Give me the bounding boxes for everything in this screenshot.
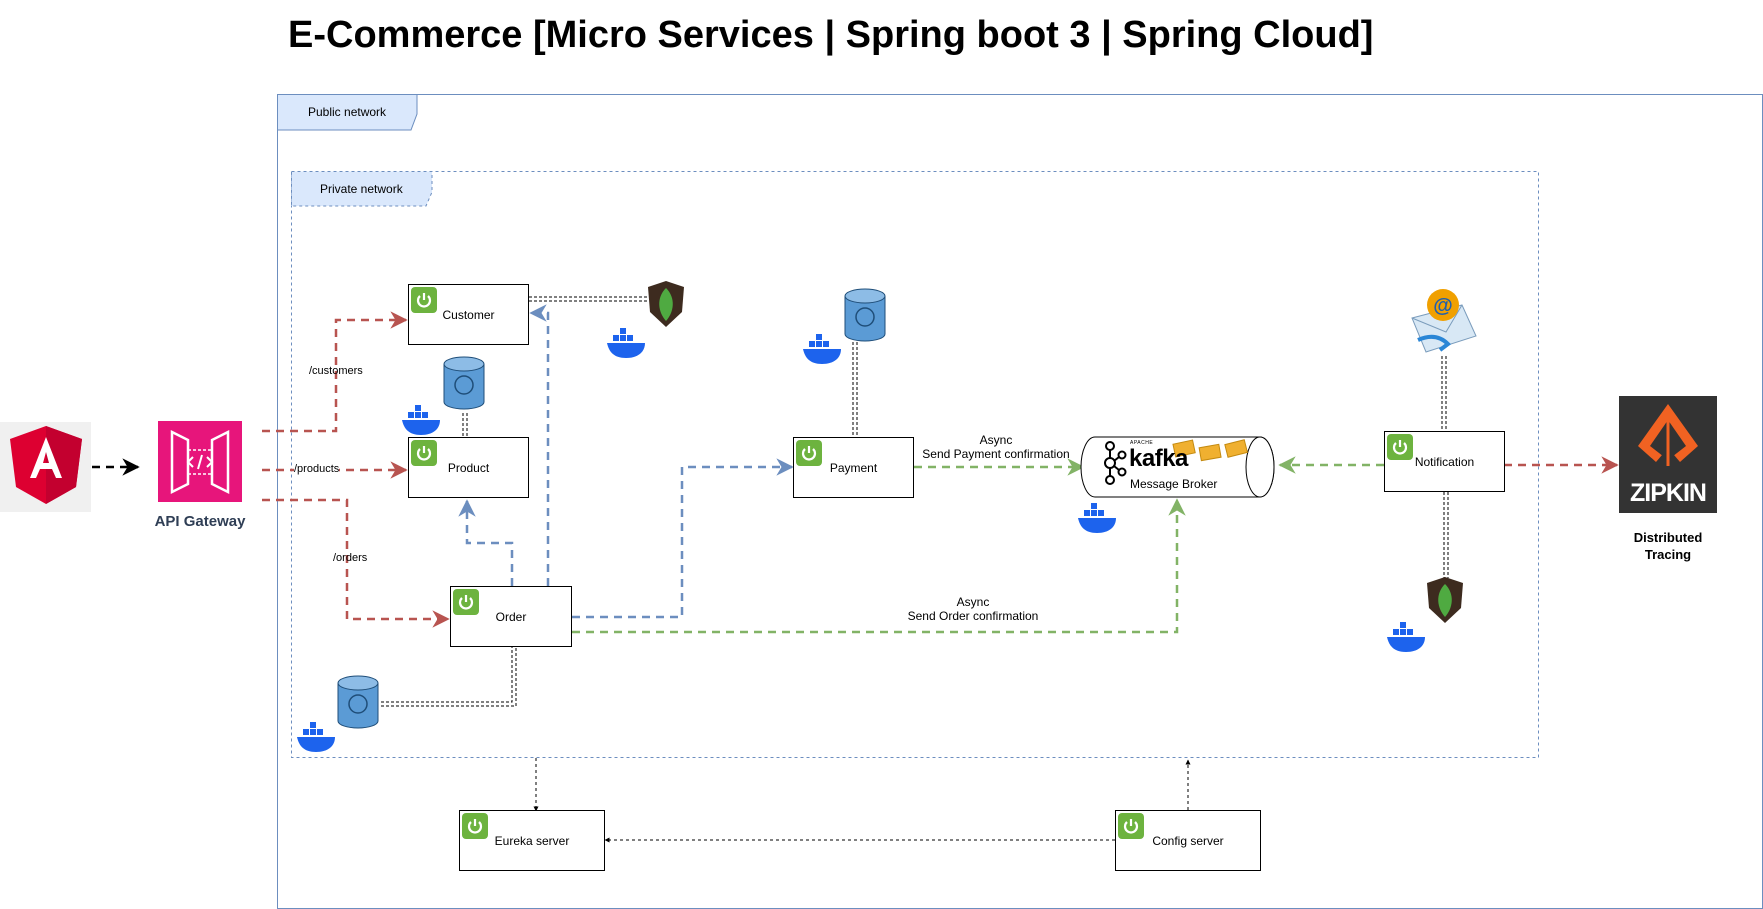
- public-network-label: Public network: [308, 105, 387, 119]
- kafka-vendor-label: APACHE: [1130, 440, 1154, 446]
- docker-icon: [1387, 622, 1425, 652]
- api-gateway-icon: [158, 421, 242, 502]
- svg-text:@: @: [1433, 295, 1453, 317]
- distributed-tracing-label: Distributed Tracing: [1633, 530, 1703, 562]
- docker-icon: [1078, 503, 1116, 533]
- order-service[interactable]: Order: [450, 586, 572, 647]
- api-gateway-label: API Gateway: [154, 513, 246, 530]
- edge-order-kafka: [572, 498, 1186, 634]
- db-links: [381, 296, 1449, 707]
- service-label: Eureka server: [494, 833, 570, 848]
- route-products-label: /products: [294, 463, 340, 475]
- service-label: Config server: [1152, 833, 1224, 848]
- service-label: Notification: [1414, 454, 1475, 469]
- payment-service[interactable]: Payment: [793, 437, 914, 498]
- spring-boot-icon: [453, 589, 479, 615]
- private-network-tab: [291, 171, 433, 207]
- product-service[interactable]: Product: [408, 437, 529, 498]
- customer-service[interactable]: Customer: [408, 284, 529, 345]
- zipkin-brand-label: ZIPKIN: [1630, 479, 1707, 507]
- edge-gateway-order: [262, 498, 450, 628]
- postgresql-icon: [844, 288, 886, 342]
- route-customers-label: /customers: [309, 365, 363, 377]
- public-network-tab: [277, 94, 418, 131]
- service-label: Product: [447, 460, 490, 475]
- spring-boot-icon: [1118, 813, 1144, 839]
- public-network-boundary: [277, 94, 1763, 909]
- spring-boot-icon: [411, 287, 437, 313]
- service-label: Customer: [442, 307, 495, 322]
- private-network-label: Private network: [320, 182, 403, 196]
- mongodb-icon: [648, 281, 684, 327]
- route-orders-label: /orders: [333, 552, 368, 564]
- eureka-server[interactable]: Eureka server: [459, 810, 605, 871]
- payment-async-line2: Send Payment confirmation: [922, 447, 1070, 461]
- spring-boot-icon: [1387, 434, 1413, 460]
- edge-gateway-customer: [262, 311, 408, 433]
- edge-order-customer: [529, 304, 550, 586]
- service-label: Order: [495, 609, 527, 624]
- message-broker-label: Message Broker: [1130, 477, 1218, 491]
- postgresql-icon: [337, 675, 379, 729]
- edge-order-payment: [572, 458, 794, 619]
- kafka-brand-label: kafka: [1129, 445, 1188, 472]
- docker-icon: [402, 405, 440, 435]
- page-title: E-Commerce [Micro Services | Spring boot…: [288, 14, 1374, 56]
- docker-icon: [297, 722, 335, 752]
- private-network-boundary: [291, 171, 1539, 758]
- order-async-label: Async Send Order confirmation: [897, 595, 1049, 623]
- notification-service[interactable]: Notification: [1384, 431, 1505, 492]
- payment-async-line1: Async: [979, 433, 1013, 447]
- spring-boot-icon: [462, 813, 488, 839]
- kafka-icon: [1104, 441, 1127, 485]
- edge-order-product: [458, 499, 514, 586]
- email-icon: @: [1411, 289, 1477, 353]
- postgresql-icon: [443, 356, 485, 410]
- spring-boot-icon: [411, 440, 437, 466]
- angular-icon: [0, 422, 91, 512]
- order-async-line1: Async: [956, 595, 990, 609]
- zipkin-icon: [1619, 396, 1717, 513]
- message-envelope-icons: [1172, 439, 1249, 462]
- spring-boot-icon: [796, 440, 822, 466]
- mongodb-icon: [1427, 577, 1463, 623]
- service-label: Payment: [829, 460, 878, 475]
- kafka-broker-cylinder: [1080, 436, 1275, 498]
- docker-icon: [803, 334, 841, 364]
- docker-icon: [607, 328, 645, 358]
- config-server[interactable]: Config server: [1115, 810, 1261, 871]
- payment-async-label: Async Send Payment confirmation: [920, 433, 1072, 461]
- order-async-line2: Send Order confirmation: [907, 609, 1039, 623]
